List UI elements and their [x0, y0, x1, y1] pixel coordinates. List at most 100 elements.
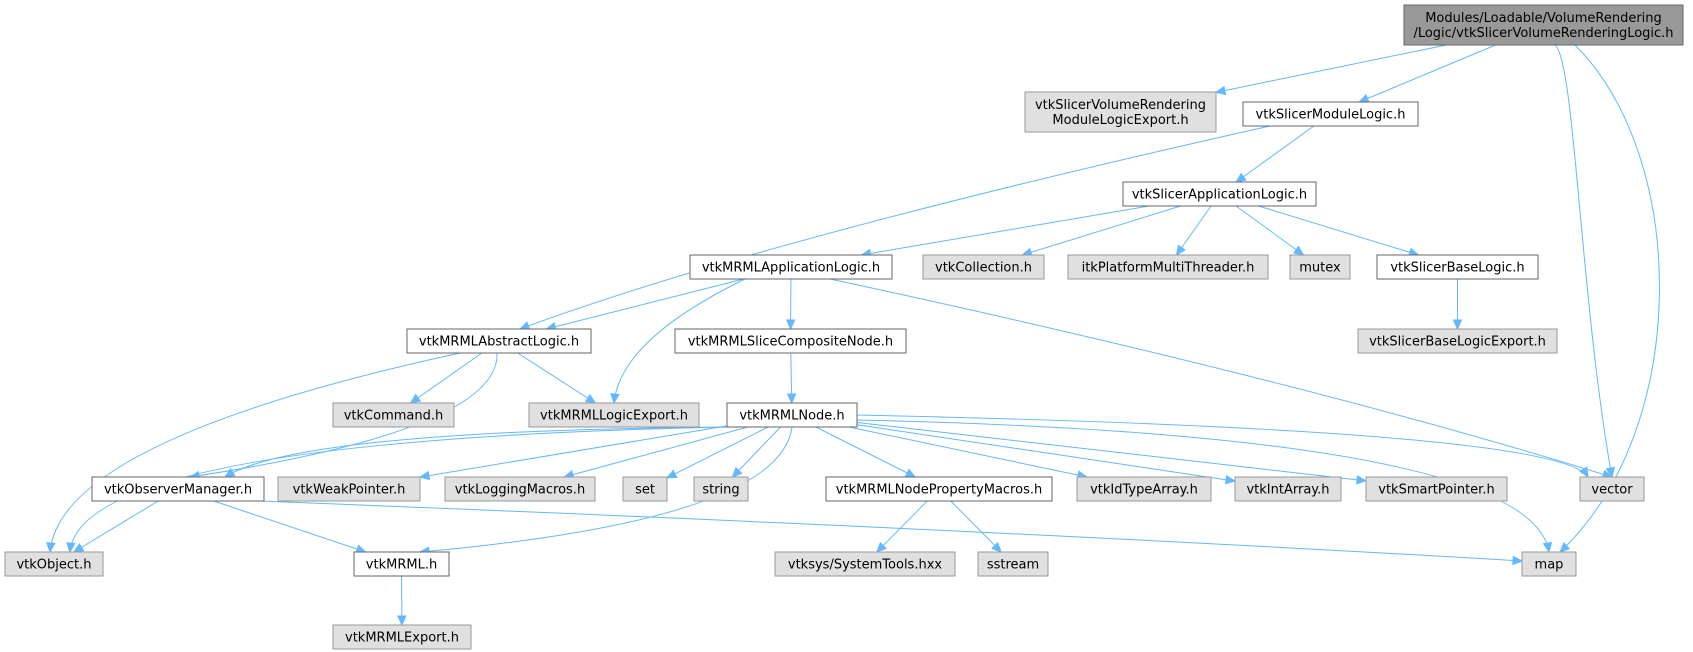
edge-mrml_node-to-vtk_object	[69, 426, 731, 553]
node-box	[1024, 91, 1217, 133]
node-label: vtkObserverManager.h	[104, 483, 252, 498]
node-observer-mgr[interactable]: vtkObserverManager.h	[91, 476, 265, 502]
node-id-type-array: vtkIdTypeArray.h	[1076, 476, 1212, 502]
node-box	[1521, 551, 1577, 577]
node-box	[825, 476, 1053, 502]
node-label: vtkMRMLAbstractLogic.h	[419, 335, 579, 350]
node-vtk-command: vtkCommand.h	[332, 402, 455, 428]
edge-root-to-module_logic	[1359, 44, 1496, 103]
node-box	[1234, 476, 1342, 502]
node-box	[4, 551, 104, 577]
node-label: vtkMRML.h	[366, 558, 437, 573]
node-label: vtkMRMLNode.h	[739, 409, 844, 424]
node-label: mutex	[1299, 261, 1341, 276]
node-label: vtkCollection.h	[935, 261, 1032, 276]
node-sstream: sstream	[977, 551, 1049, 577]
node-vr-export: vtkSlicerVolumeRenderingModuleLogicExpor…	[1024, 91, 1217, 133]
node-label: vtkIntArray.h	[1246, 483, 1329, 498]
arrowhead-mrml_node-to-vtk_object	[66, 542, 76, 554]
arrowhead-root-to-map	[1559, 542, 1571, 553]
arrowhead-mrml_node-to-prop_macros	[904, 468, 917, 478]
node-label: vtkSlicerApplicationLogic.h	[1132, 188, 1307, 203]
node-string: string	[693, 476, 749, 502]
node-app-logic[interactable]: vtkSlicerApplicationLogic.h	[1122, 181, 1317, 207]
node-label: vtkSlicerModuleLogic.h	[1256, 108, 1406, 123]
edge-mrml_node-to-int_array	[856, 424, 1236, 482]
arrowhead-mrml_node-to-string	[731, 466, 743, 478]
node-prop-macros[interactable]: vtkMRMLNodePropertyMacros.h	[825, 476, 1053, 502]
edge-mrml_node-to-logging_macros	[563, 426, 749, 478]
node-box	[977, 551, 1049, 577]
arrowhead-root-to-vector	[1605, 466, 1616, 479]
node-label: vtkSlicerBaseLogicExport.h	[1369, 335, 1546, 350]
node-itk-threader: itkPlatformMultiThreader.h	[1067, 254, 1269, 280]
node-int-array: vtkIntArray.h	[1234, 476, 1342, 502]
node-box	[774, 551, 956, 577]
node-box	[277, 476, 421, 502]
edge-mrml_node-to-map	[856, 419, 1550, 553]
node-label: vtkMRMLNodePropertyMacros.h	[836, 483, 1042, 498]
node-label: itkPlatformMultiThreader.h	[1082, 261, 1255, 276]
arrowhead-observer_mgr-to-map	[1512, 555, 1524, 566]
node-label: Modules/Loadable/VolumeRendering	[1425, 11, 1662, 26]
node-label: vtkIdTypeArray.h	[1090, 483, 1198, 498]
node-label: vtkSlicerVolumeRendering	[1035, 98, 1206, 113]
arrowhead-abstract_logic-to-vtk_command	[409, 393, 422, 404]
arrowhead-mrml_app_logic-to-slice_composite	[785, 319, 796, 331]
node-label: vtkMRMLApplicationLogic.h	[702, 261, 880, 276]
node-box	[674, 328, 907, 354]
node-box	[1076, 476, 1212, 502]
arrowhead-mrml_node-to-observer_mgr	[223, 467, 236, 478]
node-set: set	[622, 476, 668, 502]
node-box	[689, 254, 893, 280]
arrowhead-abstract_logic-to-logic_export	[584, 393, 597, 404]
node-vtk-collection: vtkCollection.h	[922, 254, 1045, 280]
node-module-logic[interactable]: vtkSlicerModuleLogic.h	[1242, 101, 1419, 127]
edge-mrml_node-to-set	[666, 426, 769, 479]
node-box	[622, 476, 668, 502]
node-mutex: mutex	[1289, 254, 1351, 280]
edge-mrml_node-to-weak_pointer	[419, 425, 728, 478]
edges-layer	[46, 44, 1660, 627]
arrowhead-prop_macros-to-system_tools	[875, 541, 887, 553]
edge-mrml_node-to-observer_mgr	[224, 426, 736, 478]
node-box	[1242, 101, 1419, 127]
node-abstract-logic[interactable]: vtkMRMLAbstractLogic.h	[406, 328, 592, 354]
node-slice-composite[interactable]: vtkMRMLSliceCompositeNode.h	[674, 328, 907, 354]
node-mrml-node[interactable]: vtkMRMLNode.h	[726, 402, 858, 428]
node-base-logic-export: vtkSlicerBaseLogicExport.h	[1357, 328, 1558, 354]
node-label: vtkObject.h	[16, 558, 91, 573]
edge-abstract_logic-to-vtk_object	[49, 352, 461, 553]
node-label: string	[702, 483, 739, 498]
arrowhead-mrml_node-to-smart_pointer	[1356, 475, 1368, 485]
node-label: vtkMRMLExport.h	[345, 631, 459, 646]
arrowhead-mrml_app_logic-to-logic_export	[610, 393, 620, 405]
edge-mrml_node-to-vtk_mrml	[419, 426, 793, 553]
node-label: vtksys/SystemTools.hxx	[788, 558, 943, 573]
node-box	[332, 402, 455, 428]
arrowhead-mrml_node-to-set	[665, 469, 678, 479]
node-box	[1579, 476, 1645, 502]
node-label: set	[635, 483, 655, 498]
edge-observer_mgr-to-map	[259, 500, 1523, 562]
edge-abstract_logic-to-vtk_command	[410, 352, 483, 404]
node-label: vtkWeakPointer.h	[293, 483, 406, 498]
node-box	[444, 476, 596, 502]
node-box	[406, 328, 592, 354]
node-box	[1376, 254, 1539, 280]
node-base-logic[interactable]: vtkSlicerBaseLogic.h	[1376, 254, 1539, 280]
arrowhead-prop_macros-to-sstream	[991, 541, 1003, 553]
node-vtk-mrml[interactable]: vtkMRML.h	[353, 551, 450, 577]
edge-prop_macros-to-sstream	[950, 500, 1002, 553]
edge-mrml_app_logic-to-logic_export	[613, 278, 746, 404]
node-mrml-app-logic[interactable]: vtkMRMLApplicationLogic.h	[689, 254, 893, 280]
edge-mrml_node-to-prop_macros	[815, 426, 916, 478]
node-box	[1289, 254, 1351, 280]
edge-module_logic-to-app_logic	[1235, 125, 1315, 183]
arrowhead-slice_composite-to-mrml_node	[786, 393, 797, 405]
edge-mrml_app_logic-to-vector	[829, 278, 1613, 478]
arrowhead-vtk_mrml-to-mrml_export	[397, 615, 407, 627]
edge-mrml_node-to-smart_pointer	[856, 421, 1367, 482]
node-box	[1357, 328, 1558, 354]
